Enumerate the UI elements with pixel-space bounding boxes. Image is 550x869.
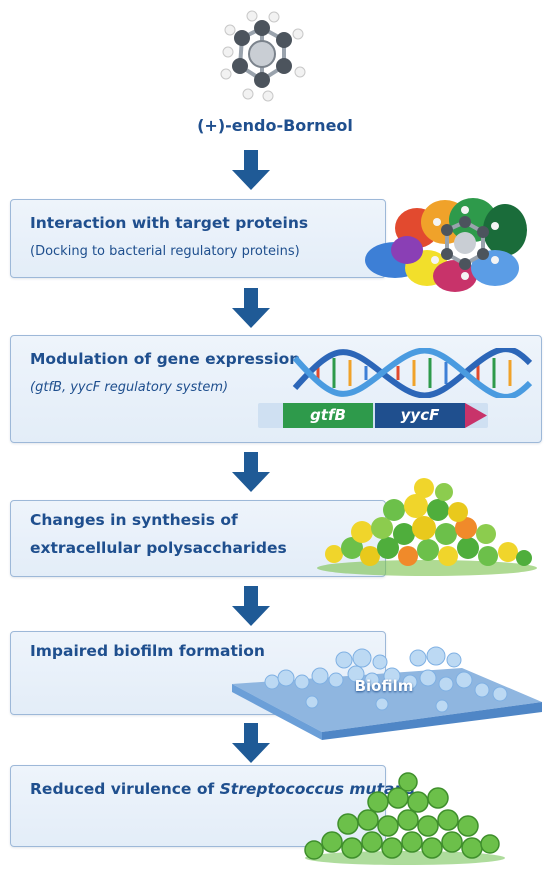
subtitle-separator: , <box>61 380 71 395</box>
step-target-proteins: Interaction with target proteins (Dockin… <box>10 199 386 278</box>
down-arrow-icon <box>232 586 270 626</box>
step-title-plain: Reduced virulence of <box>30 780 220 798</box>
molecule-name: (+)-endo-Borneol <box>197 116 353 135</box>
biofilm-slab-icon <box>232 646 542 740</box>
polysaccharide-pile-icon <box>317 478 537 576</box>
step-virulence: Reduced virulence of Streptococcus mutan… <box>10 765 415 847</box>
subtitle-open: ( <box>30 380 36 395</box>
gene-name-gtfb: gtfB <box>35 380 62 395</box>
bacteria-cluster-icon <box>304 772 505 865</box>
down-arrow-icon <box>232 150 270 190</box>
step-title-species: Streptococcus mutans <box>219 780 415 798</box>
step-title: Interaction with target proteins <box>30 214 309 232</box>
protein-complex-icon <box>365 198 527 292</box>
step-title: Modulation of gene expression <box>30 350 301 368</box>
dna-helix-icon <box>292 348 533 398</box>
gene-arrowhead-icon <box>465 403 487 428</box>
gene-block-yycf: yycF <box>375 403 465 428</box>
step-polysaccharides: Changes in synthesis of extracellular po… <box>10 500 386 577</box>
subtitle-rest: regulatory system) <box>100 380 229 395</box>
gene-name-yycf: yycF <box>70 380 101 395</box>
step-subtitle: (gtfB, yycF regulatory system) <box>30 380 228 395</box>
borneol-molecule-icon <box>220 10 306 102</box>
gene-block-gtfb: gtfB <box>283 403 373 428</box>
step-title: Reduced virulence of Streptococcus mutan… <box>30 780 415 798</box>
step-title-line1: Changes in synthesis of <box>30 511 238 529</box>
step-subtitle: (Docking to bacterial regulatory protein… <box>30 244 300 259</box>
biofilm-label: Biofilm <box>354 677 414 695</box>
down-arrow-icon <box>232 723 270 763</box>
step-title: Impaired biofilm formation <box>30 642 265 660</box>
down-arrow-icon <box>232 288 270 328</box>
down-arrow-icon <box>232 452 270 492</box>
step-title-line2: extracellular polysaccharides <box>30 539 287 557</box>
